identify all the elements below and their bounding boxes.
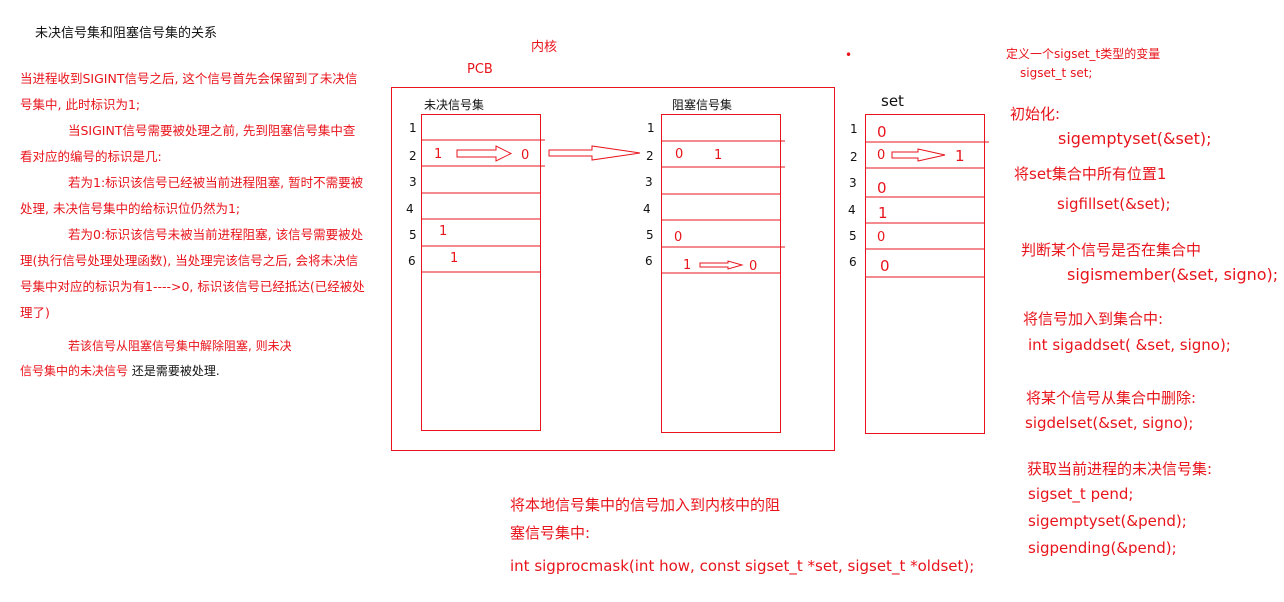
blocked-cell: 1: [683, 258, 692, 273]
note-paragraph-5a: 若该信号从阻塞信号集中解除阻塞, 则未决: [68, 339, 292, 353]
note-paragraph-5b-red: 信号集中的未决信号: [20, 364, 129, 378]
blocked-row-number: 4: [643, 202, 651, 216]
set-table: [865, 114, 985, 434]
note-paragraph-4: 若为0:标识该信号未被当前进程阻塞, 该信号需要被处理(执行信号处理处理函数),…: [20, 227, 365, 320]
pending-to-blocked-arrow: [548, 145, 641, 161]
set-row-number: 5: [849, 229, 857, 243]
member-note: 判断某个信号是否在集合中: [1021, 241, 1202, 259]
set-cell: 0: [880, 257, 890, 275]
pend-code-3: sigpending(&pend);: [1028, 539, 1177, 557]
pending-row-number: 2: [409, 149, 417, 163]
blocked-cell: 1: [714, 148, 723, 163]
sigprocmask-note-line1: 将本地信号集中的信号加入到内核中的阻: [510, 496, 781, 514]
set-cell: 0: [877, 230, 886, 245]
pending-row-number: 4: [406, 202, 414, 216]
add-code: int sigaddset( &set, signo);: [1028, 336, 1231, 354]
pend-note: 获取当前进程的未决信号集:: [1027, 460, 1213, 478]
pend-code-2: sigemptyset(&pend);: [1028, 512, 1187, 530]
set-row-number: 3: [849, 176, 857, 190]
left-notes: 当进程收到SIGINT信号之后, 这个信号首先会保留到了未决信号集中, 此时标识…: [20, 66, 365, 326]
pending-row2-arrow: [456, 145, 513, 162]
kernel-label: 内核: [531, 40, 558, 55]
blocked-row-number: 5: [646, 228, 654, 242]
define-code: sigset_t set;: [1020, 66, 1093, 80]
set-row2-arrow: [891, 148, 946, 162]
init-code: sigemptyset(&set);: [1058, 129, 1212, 148]
set-row-number: 6: [849, 255, 857, 269]
blocked-set-label: 阻塞信号集: [672, 98, 733, 112]
pend-code-1: sigset_t pend;: [1028, 485, 1134, 503]
pending-cell: 1: [450, 251, 459, 266]
blocked-row-number: 2: [646, 149, 654, 163]
sigprocmask-note-line2: 塞信号集中:: [510, 524, 591, 542]
init-note: 初始化:: [1010, 105, 1061, 123]
note-paragraph-5b-black: 还是需要被处理.: [128, 364, 220, 378]
blocked-cell: 0: [674, 230, 683, 245]
sigprocmask-code: int sigprocmask(int how, const sigset_t …: [510, 557, 975, 575]
blocked-row-number: 1: [647, 121, 655, 135]
blocked-cell: 0: [749, 259, 758, 274]
pcb-box: [391, 87, 835, 451]
blocked-row6-arrow: [699, 260, 744, 270]
define-note: 定义一个sigset_t类型的变量: [1006, 47, 1161, 61]
pending-cell: 1: [434, 147, 443, 162]
set-cell: 1: [955, 147, 965, 165]
blocked-cell: 0: [675, 147, 684, 162]
fill-code: sigfillset(&set);: [1057, 195, 1171, 213]
pending-row-number: 6: [408, 254, 416, 268]
set-row-number: 4: [848, 203, 856, 217]
page-title: 未决信号集和阻塞信号集的关系: [35, 26, 218, 41]
add-note: 将信号加入到集合中:: [1023, 310, 1164, 328]
blocked-row-number: 6: [645, 254, 653, 268]
note-paragraph-3: 若为1:标识该信号已经被当前进程阻塞, 暂时不需要被处理, 未决信号集中的给标识…: [20, 175, 364, 216]
set-cell: 1: [878, 204, 888, 222]
note-paragraph-2: 当SIGINT信号需要被处理之前, 先到阻塞信号集中查看对应的编号的标识是几:: [20, 123, 356, 164]
blocked-row-number: 3: [645, 175, 653, 189]
set-label: set: [881, 92, 904, 110]
pending-cell: 0: [521, 148, 530, 163]
pending-cell: 1: [439, 224, 448, 239]
fill-note: 将set集合中所有位置1: [1014, 165, 1167, 183]
note-paragraph-1: 当进程收到SIGINT信号之后, 这个信号首先会保留到了未决信号集中, 此时标识…: [20, 71, 358, 112]
pending-row-number: 3: [409, 175, 417, 189]
set-cell: 0: [877, 179, 887, 197]
set-cell: 0: [877, 123, 887, 141]
stray-mark: •: [845, 48, 853, 62]
set-cell: 0: [877, 148, 886, 163]
note-paragraph-5b: 信号集中的未决信号 还是需要被处理.: [20, 362, 220, 379]
pcb-label: PCB: [467, 62, 493, 77]
set-row-number: 1: [850, 122, 858, 136]
del-code: sigdelset(&set, signo);: [1025, 414, 1194, 432]
row-dividers: [421, 139, 989, 278]
pending-row-number: 1: [409, 121, 417, 135]
set-row-number: 2: [850, 150, 858, 164]
member-code: sigismember(&set, signo);: [1067, 265, 1279, 284]
pending-set-label: 未决信号集: [424, 98, 485, 112]
pending-row-number: 5: [409, 228, 417, 242]
del-note: 将某个信号从集合中删除:: [1026, 389, 1197, 407]
